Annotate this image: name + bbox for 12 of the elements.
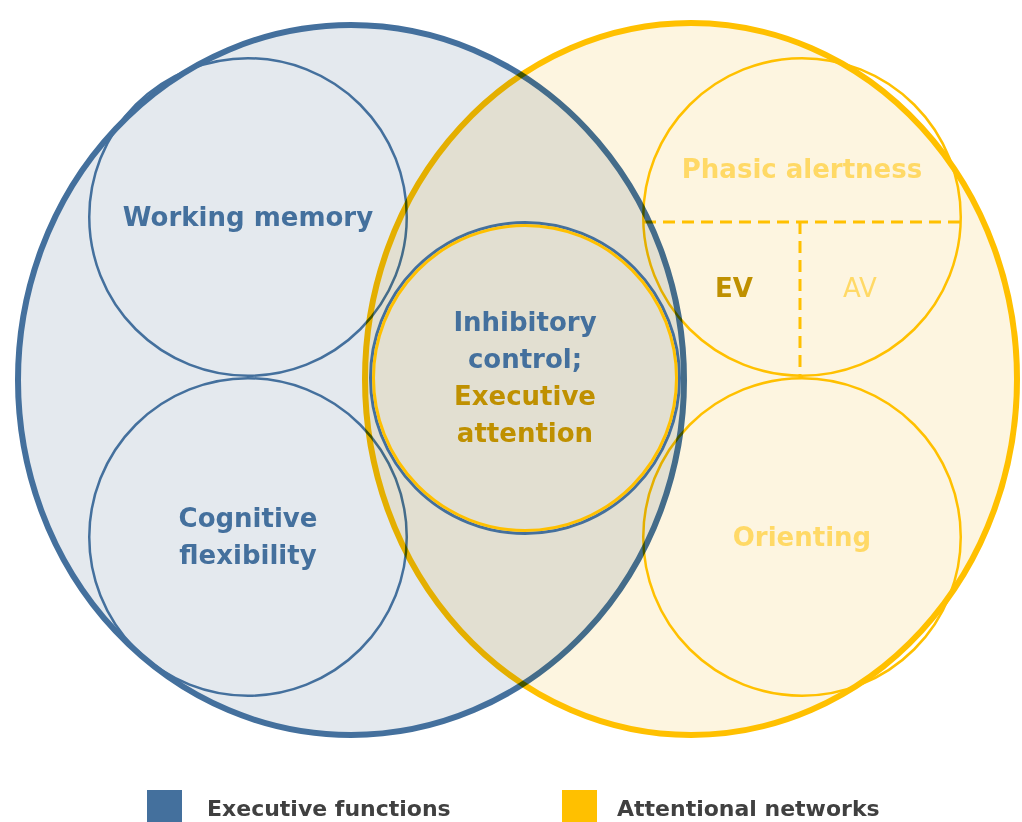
node-label: Working memory [122, 200, 374, 234]
legend-label: Attentional networks [617, 796, 880, 822]
region-label: EV [715, 273, 753, 303]
node-label: Cognitive flexibility [177, 502, 319, 572]
node-label: Inhibitory control; [452, 306, 598, 376]
region-label: AV [843, 273, 877, 303]
node-label: Orienting [732, 520, 872, 554]
phasic-alertness-circle [642, 57, 962, 377]
legend-label: Executive functions [207, 796, 451, 822]
node-label: Phasic alertness [681, 153, 923, 186]
node-label: Executive attention [453, 380, 597, 450]
orienting-circle [642, 377, 962, 697]
